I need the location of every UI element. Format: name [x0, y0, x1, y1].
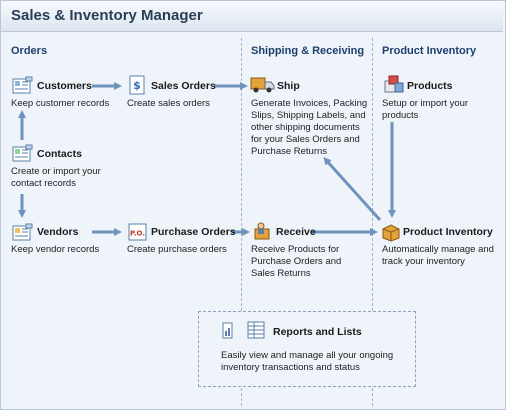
receive-icon[interactable] — [252, 221, 274, 241]
arrow-inventory-to-ship — [323, 157, 382, 222]
products-desc: Setup or import your products — [382, 98, 469, 121]
customers-desc: Keep customer records — [11, 98, 110, 109]
window-title: Sales & Inventory Manager — [11, 7, 203, 24]
vendors-desc: Keep vendor records — [11, 244, 100, 255]
title-bar: Sales & Inventory Manager — [1, 1, 503, 32]
reports-panel — [198, 311, 416, 387]
customers-card-icon[interactable] — [12, 76, 34, 96]
customers-node[interactable]: Customers — [37, 80, 92, 92]
lane-divider-inventory — [372, 38, 373, 406]
receive-desc: Receive Products for Purchase Orders and… — [251, 244, 342, 279]
contacts-desc: Create or import your contact records — [11, 166, 101, 189]
sales-order-icon[interactable]: $ — [127, 75, 149, 95]
vendors-card-icon[interactable] — [12, 223, 34, 243]
reports-desc: Easily view and manage all your ongoing … — [221, 350, 394, 373]
ship-desc: Generate Invoices, Packing Slips, Shippi… — [251, 98, 368, 157]
contacts-node[interactable]: Contacts — [37, 148, 82, 160]
contacts-card-icon[interactable] — [12, 144, 34, 164]
products-node[interactable]: Products — [407, 80, 453, 92]
lane-heading-inventory: Product Inventory — [382, 45, 477, 57]
purchase-orders-node[interactable]: Purchase Orders — [151, 226, 236, 238]
receive-node[interactable]: Receive — [276, 226, 316, 238]
lane-heading-shipping: Shipping & Receiving — [251, 45, 365, 57]
sales-orders-desc: Create sales orders — [127, 98, 210, 109]
reports-node[interactable]: Reports and Lists — [273, 326, 362, 338]
products-icon[interactable] — [383, 74, 405, 94]
purchase-orders-desc: Create purchase orders — [127, 244, 227, 255]
product-inventory-node[interactable]: Product Inventory — [403, 226, 493, 238]
so-badge: $ — [133, 79, 141, 92]
vendors-node[interactable]: Vendors — [37, 226, 79, 238]
inventory-box-icon[interactable] — [380, 222, 402, 242]
reports-icon[interactable] — [221, 320, 243, 340]
lists-icon[interactable] — [246, 320, 268, 340]
purchase-order-icon[interactable]: P.O. — [127, 222, 149, 242]
po-badge: P.O. — [130, 230, 145, 238]
truck-icon[interactable] — [250, 74, 276, 94]
lane-heading-orders: Orders — [11, 45, 48, 57]
ship-node[interactable]: Ship — [277, 80, 300, 92]
product-inventory-desc: Automatically manage and track your inve… — [382, 244, 494, 267]
sales-orders-node[interactable]: Sales Orders — [151, 80, 216, 92]
lane-divider-shipping — [241, 38, 242, 406]
